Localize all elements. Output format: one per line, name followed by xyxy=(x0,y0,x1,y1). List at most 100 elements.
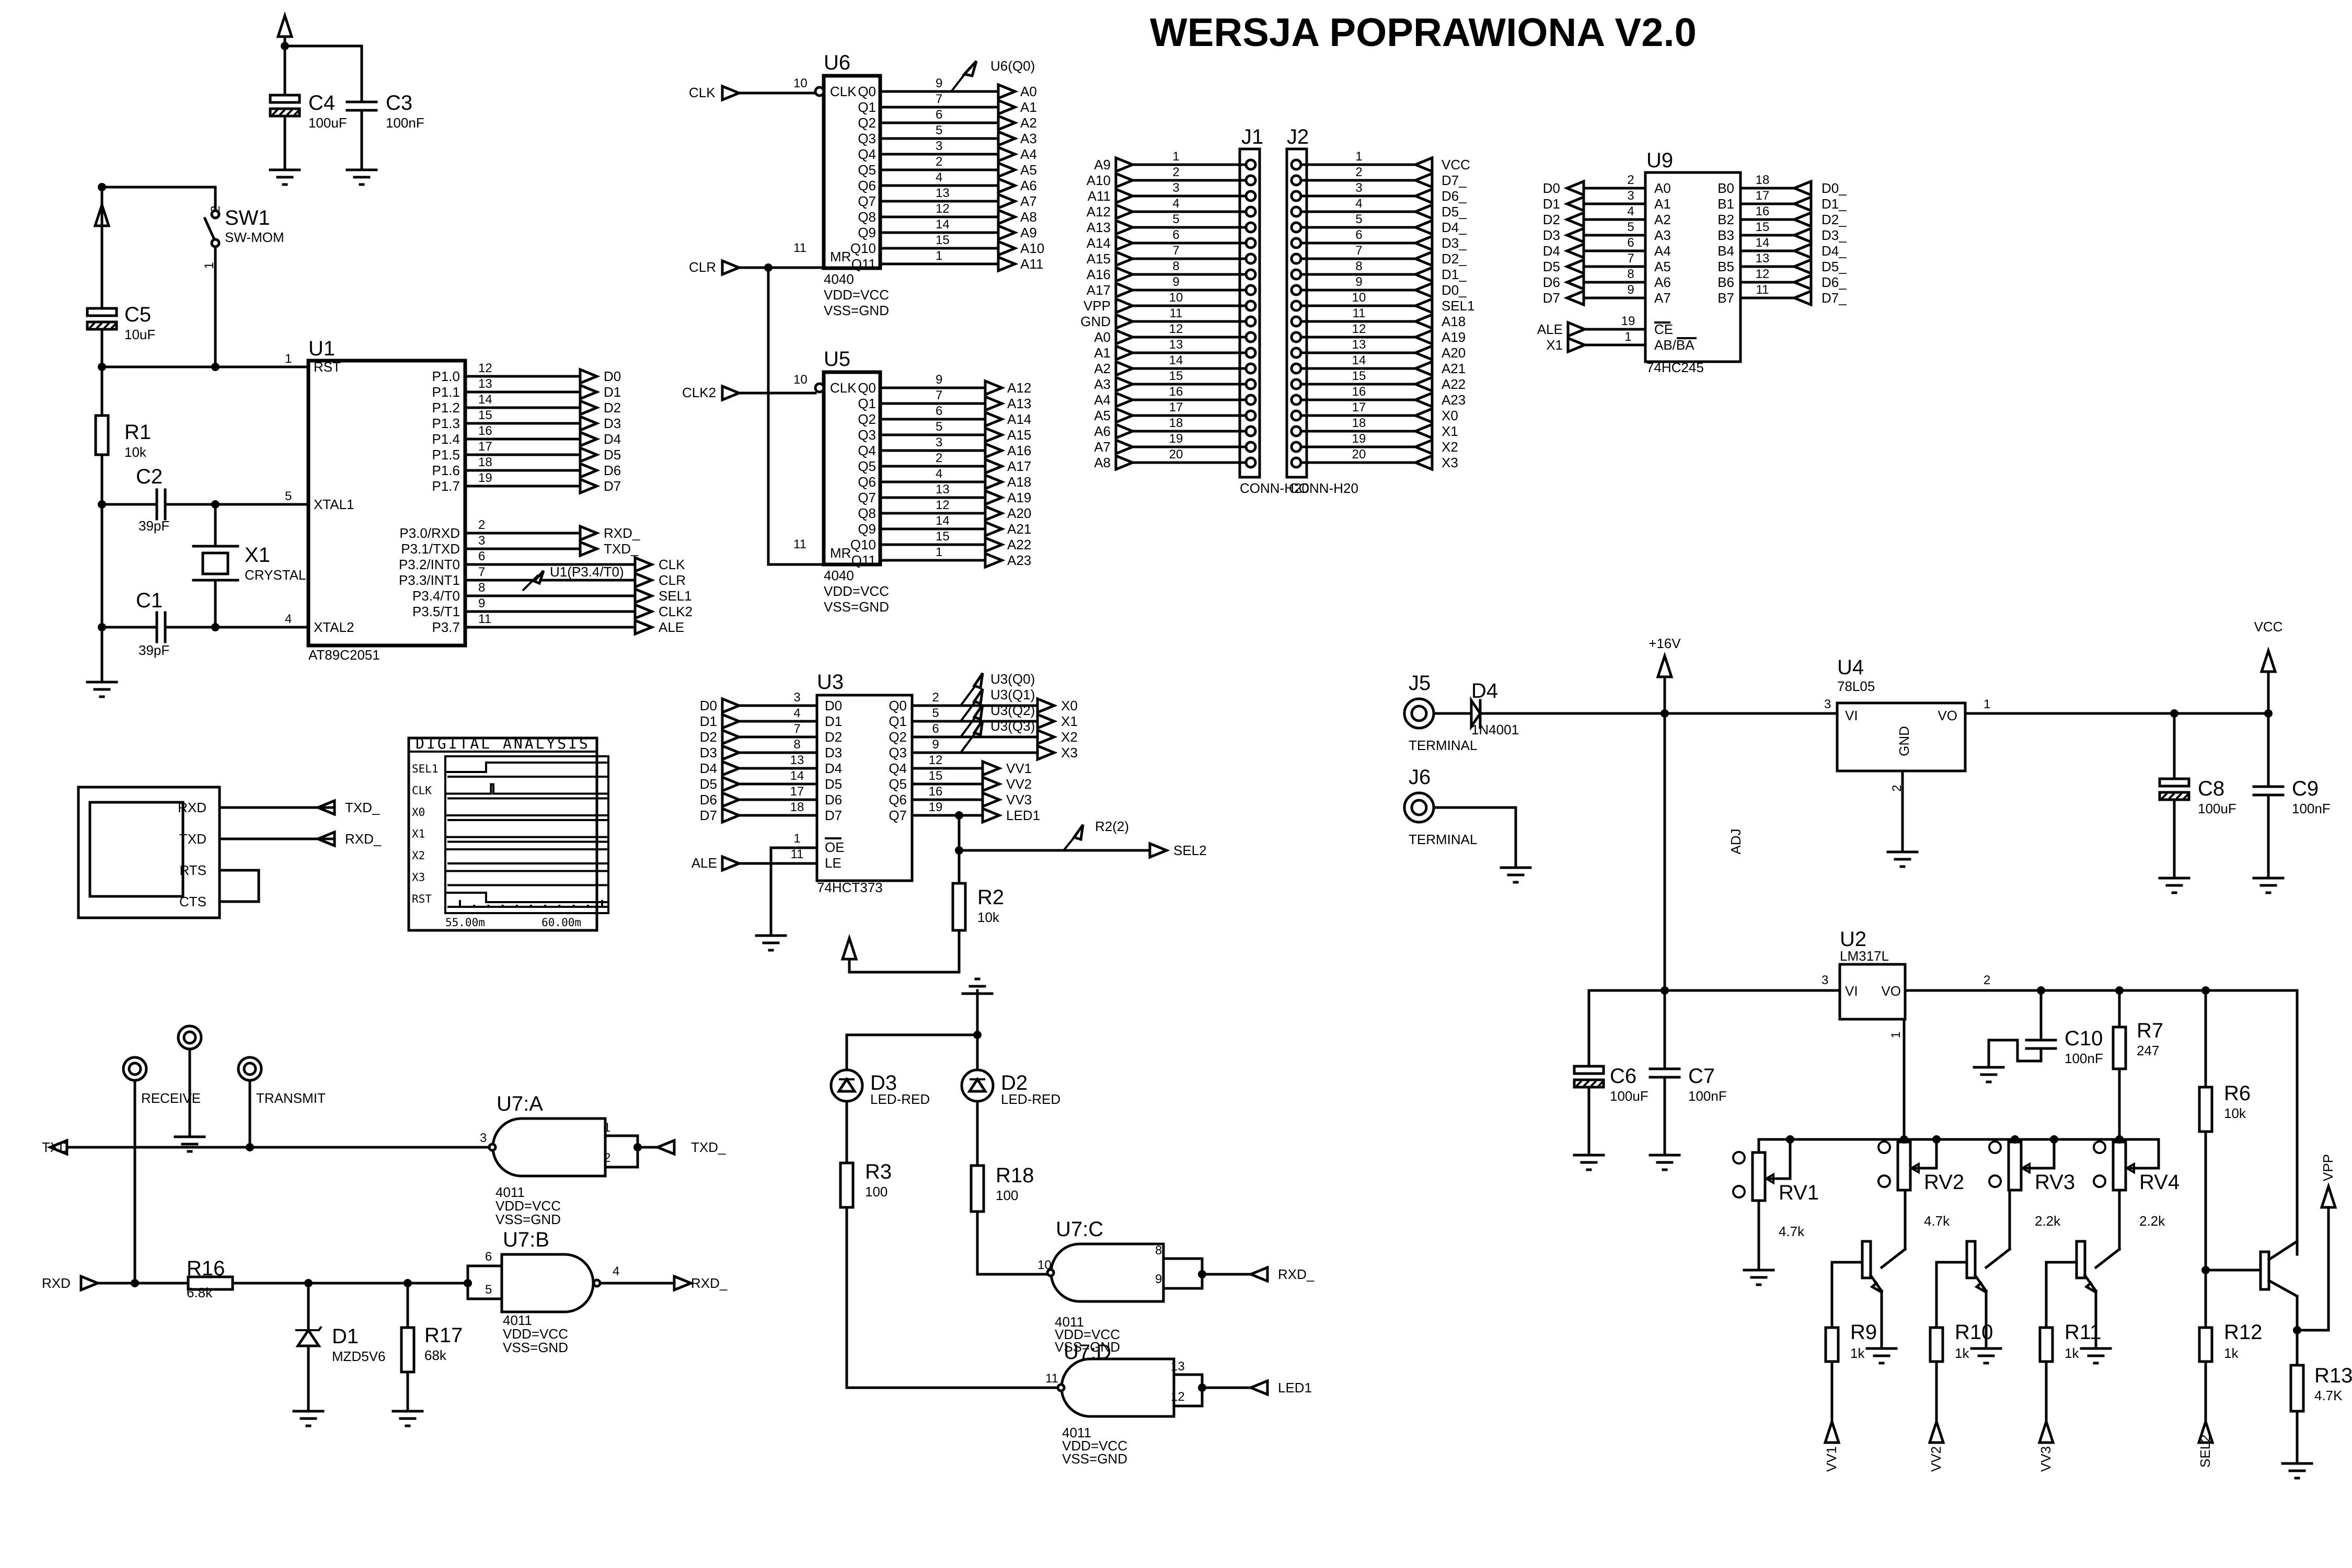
net-label: A16 xyxy=(1087,267,1111,282)
net-label: A1 xyxy=(1094,345,1111,361)
component-value: 100uF xyxy=(2198,801,2236,816)
net-label: A20 xyxy=(1442,345,1466,361)
pin-name: D5 xyxy=(825,776,842,792)
pin-number: 9 xyxy=(936,76,942,90)
pin-number: 7 xyxy=(936,388,942,402)
pin-number: 6 xyxy=(1627,236,1634,250)
net-label: D2_ xyxy=(1442,251,1467,267)
potentiometer-wiper xyxy=(2021,1138,2056,1170)
pot-up-marker-icon xyxy=(2093,1140,2106,1154)
connector-pin-icon xyxy=(1244,221,1257,234)
pin-number: 19 xyxy=(1352,432,1366,446)
net-terminal-icon xyxy=(1412,313,1434,330)
pin-name: D1 xyxy=(825,713,842,729)
net-terminal-icon xyxy=(984,442,1006,459)
pin-number: 13 xyxy=(936,186,950,200)
pin-number: 12 xyxy=(1169,322,1183,336)
hatch xyxy=(110,322,118,329)
pin-number: 4 xyxy=(793,706,800,720)
emitter-arrow-icon xyxy=(1974,1281,1988,1294)
net-label: D5 xyxy=(604,447,621,463)
pin-name: D0 xyxy=(825,698,842,713)
pin-name: Q8 xyxy=(858,209,876,225)
connector-pin-icon xyxy=(1244,268,1257,281)
net-terminal-icon xyxy=(1412,187,1434,205)
pin-number: 12 xyxy=(1756,267,1770,281)
pot-up-marker-icon xyxy=(1877,1140,1891,1154)
pin-number: 16 xyxy=(929,785,943,799)
pin-name: Q5 xyxy=(889,776,907,792)
supply-label: VCC xyxy=(2254,619,2283,635)
pin-number: 10 xyxy=(1037,1258,1052,1272)
connector-pin-icon xyxy=(1290,362,1302,375)
net-terminal-icon xyxy=(1791,195,1813,213)
pin-name: A5 xyxy=(1654,259,1671,274)
net-terminal-icon xyxy=(79,1274,101,1292)
connector-pin-icon xyxy=(1290,331,1302,343)
base-resistor-ref: R9 xyxy=(1850,1321,1877,1344)
pin-name: D4 xyxy=(825,760,842,776)
connector-pin-icon xyxy=(1244,441,1257,453)
connector-pin-icon xyxy=(1244,284,1257,296)
net-terminal-icon xyxy=(984,410,1006,428)
pin-number: 16 xyxy=(1756,204,1770,218)
component-value: 100nF xyxy=(386,115,424,131)
net-terminal-icon xyxy=(997,239,1019,257)
electrolytic-capacitor-icon xyxy=(269,94,301,118)
net-terminal-icon xyxy=(984,473,1006,491)
u7b-ref: U7:B xyxy=(503,1228,549,1251)
power-arrow-head xyxy=(840,933,858,961)
net-label: D0_ xyxy=(1821,180,1847,196)
net-label: A12 xyxy=(1007,380,1031,396)
pin-number: 5 xyxy=(1172,212,1179,226)
base-resistor-ref: R11 xyxy=(2065,1321,2101,1344)
net-terminal-icon xyxy=(997,83,1019,100)
net-label: VV2 xyxy=(1006,776,1032,792)
net-label: A6 xyxy=(1094,423,1111,439)
pin-name: MR xyxy=(830,545,851,561)
pin-number: 10 xyxy=(1352,291,1366,305)
net-label: D1 xyxy=(1543,196,1560,212)
inverting-bubble-icon xyxy=(814,86,825,97)
pin-number: 8 xyxy=(1155,1243,1162,1258)
u7b-vss: VSS=GND xyxy=(503,1340,568,1355)
pin-name: Q3 xyxy=(858,427,876,443)
pin-name: Q1 xyxy=(858,396,876,411)
pin-number: 14 xyxy=(790,769,804,783)
hatch xyxy=(279,109,286,116)
pin-number: 16 xyxy=(1169,385,1183,399)
connector-pin-icon xyxy=(1290,347,1302,359)
pin-number: 1 xyxy=(1172,149,1179,164)
x1-ref: X1 xyxy=(245,544,270,567)
pin-number: 19 xyxy=(1169,432,1183,446)
connector-pin-icon xyxy=(1244,394,1257,406)
pot-down-marker-icon xyxy=(1988,1174,2002,1188)
pin-name: Q8 xyxy=(858,505,876,521)
capacitor-plate xyxy=(86,307,118,317)
net-label: X0 xyxy=(1061,698,1078,713)
led-ref: D3 xyxy=(870,1071,897,1094)
net-terminal-icon xyxy=(1412,407,1434,424)
crystal-body xyxy=(201,551,229,575)
c3-ref: C3 xyxy=(386,91,412,114)
pin-name: ADJ xyxy=(1728,828,1744,854)
pin-name: Q5 xyxy=(858,458,876,474)
counter-part: 4040 xyxy=(824,271,854,287)
component-value: 10k xyxy=(977,909,1000,925)
net-terminal-icon xyxy=(1791,226,1813,244)
pin-number: 10 xyxy=(793,373,808,387)
channel-trace xyxy=(445,762,608,773)
net-label: D2 xyxy=(1543,212,1560,227)
r2-ref: R2 xyxy=(977,886,1004,909)
pin-number: 15 xyxy=(1352,369,1366,383)
wire xyxy=(1830,1261,1864,1329)
pin-name: D3 xyxy=(825,745,842,760)
net-label: LED1 xyxy=(1006,808,1040,823)
potentiometer-body xyxy=(1896,1140,1912,1192)
pin-number: 4 xyxy=(1172,197,1179,211)
test-point-icon xyxy=(243,1062,257,1076)
c6-ref: C6 xyxy=(1610,1065,1636,1088)
pin-number: 14 xyxy=(1169,353,1183,367)
probe-label: R2(2) xyxy=(1095,818,1129,834)
pin-number: 9 xyxy=(1155,1272,1162,1286)
